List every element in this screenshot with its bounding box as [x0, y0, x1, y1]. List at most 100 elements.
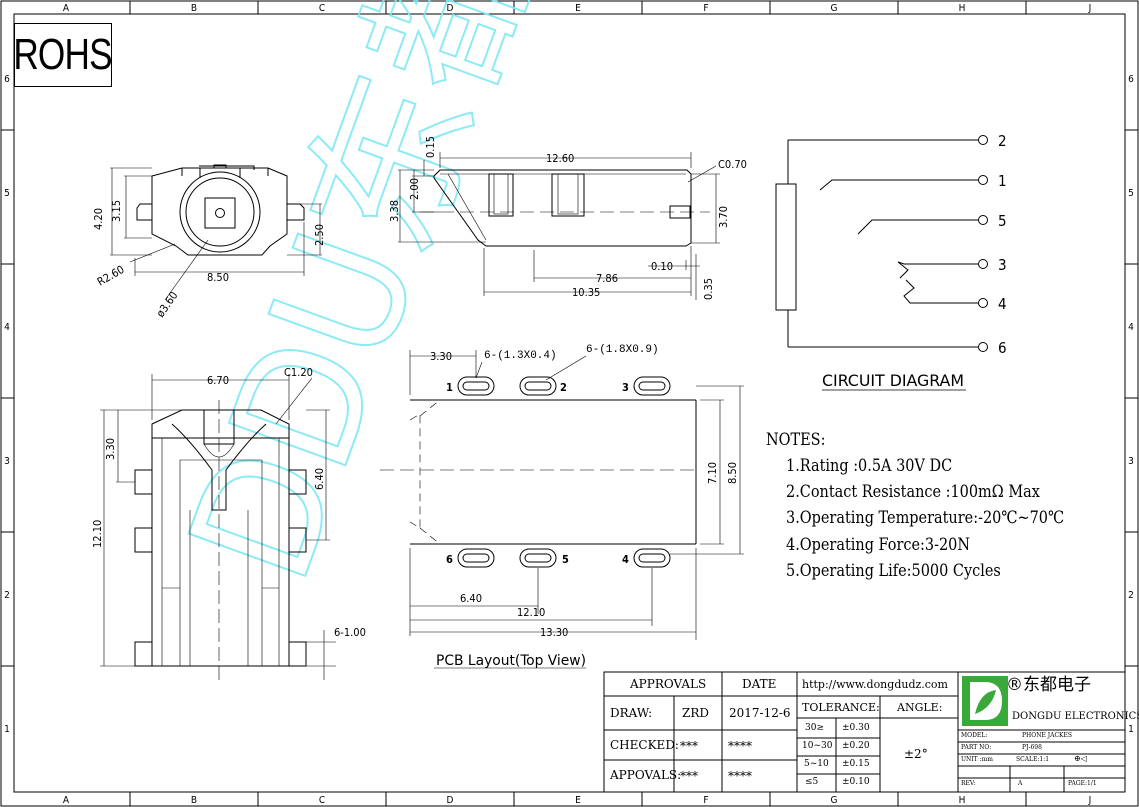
tb-appovals-date: **** — [728, 769, 752, 783]
tb-brand-en: DONGDU ELECTRONICS — [1012, 711, 1139, 722]
tb-draw-date: 2017-12-6 — [729, 706, 791, 720]
row-label-right: 4 — [1128, 322, 1134, 333]
dongdu-logo — [962, 676, 1008, 726]
dim-8-50: 8.50 — [207, 271, 229, 284]
tb-checked-name: *** — [680, 739, 698, 753]
tb-checked-label: CHECKED: — [610, 738, 679, 752]
dim-12-60: 12.60 — [546, 152, 574, 165]
dim-4-20: 4.20 — [92, 208, 105, 230]
watermark: DDU东都 — [151, 0, 574, 605]
circuit-pin-5: 5 — [998, 212, 1007, 230]
dim-2-50: 2.50 — [313, 224, 326, 246]
tb-tol-value-4: ±0.10 — [842, 777, 870, 787]
tb-url: http://www.dongdudz.com — [802, 678, 948, 691]
tb-part-value: PJ-698 — [1022, 744, 1042, 751]
dim-3-30-pcb: 3.30 — [430, 350, 452, 363]
column-label-bottom: D — [447, 795, 454, 806]
note-1: 1.Rating :0.5A 30V DC — [786, 456, 953, 476]
dim-7-86: 7.86 — [596, 272, 618, 285]
tb-tol-value-2: ±0.20 — [842, 741, 870, 751]
dim-3-15: 3.15 — [110, 200, 123, 222]
note-4: 4.Operating Force:3-20N — [786, 535, 970, 555]
tb-draw-label: DRAW: — [610, 706, 653, 720]
dim-3-30-top: 3.30 — [104, 438, 117, 460]
row-label-left: 1 — [4, 724, 10, 735]
column-label-top: J — [1088, 3, 1092, 14]
column-label-bottom: J — [1088, 795, 1092, 806]
dim-pad-small: 6-(1.3X0.4) — [484, 350, 557, 362]
dim-c0-70: C0.70 — [718, 158, 747, 171]
tb-rev-label: REV: — [961, 780, 976, 787]
row-label-left: 5 — [4, 188, 10, 199]
dim-c1-20: C1.20 — [284, 366, 313, 379]
tb-tolerance: TOLERANCE: — [802, 701, 880, 714]
column-label-top: H — [959, 3, 966, 14]
tb-tol-value-3: ±0.15 — [842, 759, 870, 769]
row-label-right: 1 — [1128, 724, 1134, 735]
tb-unit-label: UNIT :mm — [961, 756, 993, 763]
pcb-pin-5: 5 — [562, 553, 569, 566]
column-label-top: C — [319, 3, 325, 14]
tb-checked-date: **** — [728, 739, 752, 753]
pcb-pin-4: 4 — [622, 553, 629, 566]
top-view — [100, 374, 336, 680]
circuit-pin-2: 2 — [998, 132, 1007, 150]
dim-pad-large: 6-(1.8X0.9) — [586, 344, 659, 356]
note-3: 3.Operating Temperature:-20℃~70℃ — [786, 508, 1065, 528]
dim-6-1-00: 6-1.00 — [334, 626, 366, 639]
row-label-right: 5 — [1128, 188, 1134, 199]
column-label-bottom: A — [63, 795, 70, 806]
dim-13-30: 13.30 — [540, 626, 568, 639]
dim-0-10: 0.10 — [651, 260, 673, 273]
column-label-top: E — [575, 3, 581, 14]
column-label-bottom: C — [319, 795, 325, 806]
rohs-label: ROHS — [13, 30, 113, 79]
dim-8-50-pcb: 8.50 — [726, 462, 739, 484]
column-label-bottom: H — [959, 795, 966, 806]
circuit-pins: 2 1 5 3 4 6 CIRCUIT DIAGRAM — [822, 132, 1007, 390]
pcb-pin-1: 1 — [446, 381, 453, 394]
circuit-diagram — [775, 135, 988, 391]
dim-12-10-top: 12.10 — [91, 520, 104, 548]
tb-date: DATE — [742, 677, 777, 691]
front-view — [110, 164, 322, 301]
pcb-pin-3: 3 — [622, 381, 629, 394]
dim-6-40-top: 6.40 — [313, 468, 326, 490]
dim-3-70: 3.70 — [717, 206, 730, 228]
dim-r2-60: R2.60 — [95, 263, 127, 289]
circuit-pin-1: 1 — [998, 172, 1007, 190]
projection-symbol-icon: ⊕◁ — [1074, 754, 1087, 763]
tb-page-label: PAGE:1/1 — [1068, 780, 1097, 787]
dim-7-10: 7.10 — [706, 462, 719, 484]
dim-2-00: 2.00 — [408, 178, 421, 200]
tb-tol-value-1: ±0.30 — [842, 723, 870, 733]
dim-6-70: 6.70 — [207, 374, 229, 387]
tb-model-value: PHONE JACKES — [1022, 732, 1073, 739]
tb-draw-name: ZRD — [682, 706, 709, 720]
row-label-left: 3 — [4, 456, 10, 467]
row-label-left: 2 — [4, 590, 10, 601]
pcb-pin-6: 6 — [446, 553, 453, 566]
pcb-title: PCB Layout(Top View) — [436, 653, 586, 669]
tb-part-label: PART NO: — [961, 744, 992, 751]
dim-d3-60: ø3.60 — [154, 289, 181, 319]
row-label-left: 6 — [4, 74, 10, 85]
rohs-box: ROHS — [13, 23, 113, 87]
circuit-pin-3: 3 — [998, 256, 1007, 274]
dim-10-35: 10.35 — [572, 286, 600, 299]
column-label-top: A — [63, 3, 70, 14]
tb-appovals-label: APPOVALS: — [610, 768, 682, 782]
column-label-top: F — [703, 3, 708, 14]
column-label-top: D — [447, 3, 454, 14]
circuit-title: CIRCUIT DIAGRAM — [822, 371, 964, 390]
row-label-right: 6 — [1128, 74, 1134, 85]
watermark-text: DDU东都 — [152, 0, 573, 604]
tb-model-label: MODEL: — [961, 732, 988, 739]
